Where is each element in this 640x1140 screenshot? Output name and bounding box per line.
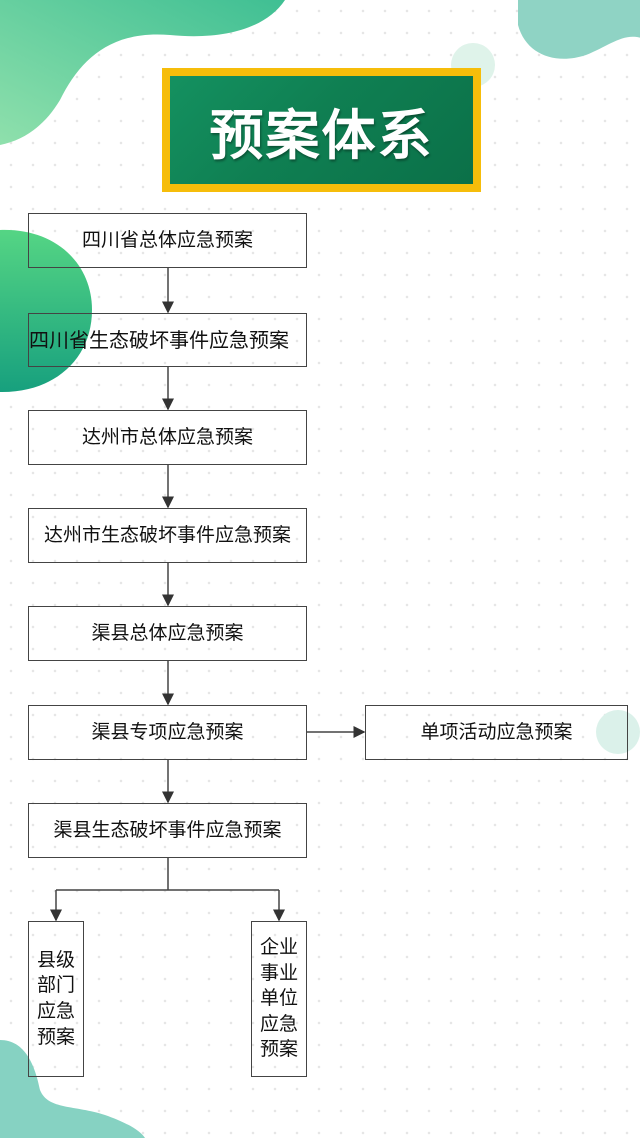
node-sichuan-eco-plan: 四川省生态破坏事件应急预案 <box>28 313 307 367</box>
decorative-blob-top-right <box>518 0 640 59</box>
page-title: 预案体系 <box>209 103 434 167</box>
node-county-department-plan: 县级部门应急预案 <box>28 921 84 1077</box>
node-dazhou-eco-plan: 达州市生态破坏事件应急预案 <box>28 508 307 563</box>
node-label: 单项活动应急预案 <box>420 721 573 744</box>
node-label: 达州市生态破坏事件应急预案 <box>43 524 291 547</box>
decorative-circle-right <box>596 710 640 754</box>
node-label: 渠县生态破坏事件应急预案 <box>53 819 282 842</box>
node-label: 渠县总体应急预案 <box>91 622 244 645</box>
node-quxian-eco-plan: 渠县生态破坏事件应急预案 <box>28 803 307 858</box>
node-dazhou-general-plan: 达州市总体应急预案 <box>28 410 307 465</box>
title-banner: 预案体系 <box>162 68 481 192</box>
node-label: 县级部门应急预案 <box>37 948 76 1048</box>
decorative-circle-left <box>0 229 92 393</box>
decorative-blob-bottom-left <box>0 1040 145 1138</box>
node-sichuan-general-plan: 四川省总体应急预案 <box>28 213 307 268</box>
node-single-activity-plan: 单项活动应急预案 <box>365 705 628 760</box>
branch-line <box>56 858 279 891</box>
decorative-blob-top-left <box>0 0 285 145</box>
node-label: 四川省总体应急预案 <box>81 229 253 252</box>
node-label: 四川省生态破坏事件应急预案 <box>29 328 289 352</box>
node-enterprise-plan: 企业事业单位应急预案 <box>251 921 307 1077</box>
node-quxian-general-plan: 渠县总体应急预案 <box>28 606 307 661</box>
node-label: 渠县专项应急预案 <box>91 721 244 744</box>
node-label: 达州市总体应急预案 <box>81 426 253 449</box>
node-quxian-special-plan: 渠县专项应急预案 <box>28 705 307 760</box>
node-label: 企业事业单位应急预案 <box>260 935 299 1061</box>
